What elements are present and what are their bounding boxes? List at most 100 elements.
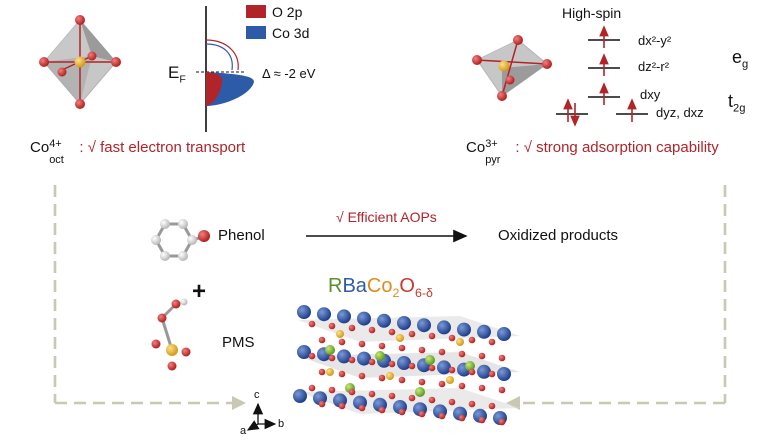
o-atom — [368, 390, 376, 398]
o-atom — [428, 332, 436, 340]
o-atom — [418, 410, 426, 418]
material-formula: RBaCo2O6-δ — [328, 275, 433, 300]
r-atom — [325, 345, 335, 355]
o-atom — [388, 392, 396, 400]
octahedron-structure — [39, 15, 121, 109]
high-spin-title: High-spin — [562, 5, 622, 21]
spin-arrows — [563, 25, 637, 127]
axis-b-label: b — [278, 418, 285, 430]
o-atom — [348, 388, 356, 396]
o-atom — [418, 346, 426, 354]
phenol-molecule — [151, 219, 210, 261]
co-atom — [456, 338, 464, 346]
o-atom — [318, 400, 326, 408]
o-atom — [478, 352, 486, 360]
o-atom — [448, 334, 456, 342]
axis-c-label: c — [254, 389, 260, 401]
r-atom — [375, 351, 385, 361]
o-atom — [348, 324, 356, 332]
o-atom — [428, 364, 436, 372]
o-atom — [488, 402, 496, 410]
o-atom — [408, 362, 416, 370]
o-atom — [378, 342, 386, 350]
o-atom — [498, 386, 506, 394]
o-atom — [448, 366, 456, 374]
o-atom — [338, 402, 346, 410]
co-atom — [336, 330, 344, 338]
co-atom — [446, 376, 454, 384]
ba-atom — [377, 313, 391, 328]
ba-atom — [497, 367, 511, 381]
o-atom — [478, 384, 486, 392]
o-atom — [398, 376, 406, 384]
o-atom — [458, 414, 466, 422]
ba-atom — [437, 320, 451, 335]
o-atom — [308, 384, 316, 392]
o-atom — [328, 322, 336, 330]
o-atom — [308, 320, 316, 328]
ba-atom — [477, 364, 491, 379]
ba-atom — [397, 316, 411, 330]
o-atom — [438, 380, 446, 388]
ba-atom — [357, 311, 371, 326]
co-atom — [326, 368, 334, 376]
level-dx2y2: dx²-y² — [638, 33, 672, 48]
o-atom — [458, 382, 466, 390]
o-atom — [358, 340, 366, 348]
co-atom — [386, 372, 394, 380]
t2g-label: t2g — [728, 91, 746, 115]
fermi-level-label: EF — [168, 63, 186, 86]
delta-label: Δ ≈ -2 eV — [262, 66, 316, 81]
o-atom — [448, 398, 456, 406]
o-atom — [498, 354, 506, 362]
o-atom — [348, 356, 356, 364]
o-atom — [398, 408, 406, 416]
o-atom — [338, 338, 346, 346]
o-atom — [388, 328, 396, 336]
co-atom — [396, 334, 404, 342]
d-orbital-diagram — [556, 39, 648, 115]
o-atom — [338, 370, 346, 378]
level-dyz-dxz: dyz, dxz — [656, 105, 704, 120]
ba-atom — [297, 305, 311, 319]
o-atom — [488, 370, 496, 378]
perovskite-lattice — [293, 305, 520, 426]
o-atom — [478, 416, 486, 424]
o-atom — [468, 400, 476, 408]
ba-atom — [477, 324, 491, 339]
crystal-axes — [246, 402, 277, 431]
r-atom — [465, 361, 475, 371]
o-atom — [428, 396, 436, 404]
legend-co3d: Co 3d — [272, 25, 310, 41]
o-atom — [408, 330, 416, 338]
ba-atom — [497, 327, 511, 341]
o-atom — [308, 352, 316, 360]
o-atom — [468, 336, 476, 344]
o-atom — [318, 368, 326, 376]
o-atom — [358, 372, 366, 380]
legend-swatch-o2p — [246, 5, 266, 18]
o-atom — [408, 394, 416, 402]
ba-atom — [317, 307, 331, 322]
pyramid-structure — [472, 35, 552, 101]
o-atom — [318, 336, 326, 344]
o-atom — [468, 368, 476, 376]
phenol-label: Phenol — [218, 227, 265, 244]
o-atom — [398, 344, 406, 352]
pms-label: PMS — [222, 334, 255, 351]
ba-atom — [357, 351, 371, 366]
o-atom — [458, 350, 466, 358]
o-atom — [378, 406, 386, 414]
eg-label: eg — [732, 47, 749, 71]
ba-atom — [337, 349, 351, 364]
o-atom — [368, 358, 376, 366]
o-atom — [368, 326, 376, 334]
legend-swatch-co3d — [246, 26, 266, 39]
legend-o2p: O 2p — [272, 4, 303, 20]
o-atom — [328, 354, 336, 362]
o-atom — [498, 418, 506, 426]
